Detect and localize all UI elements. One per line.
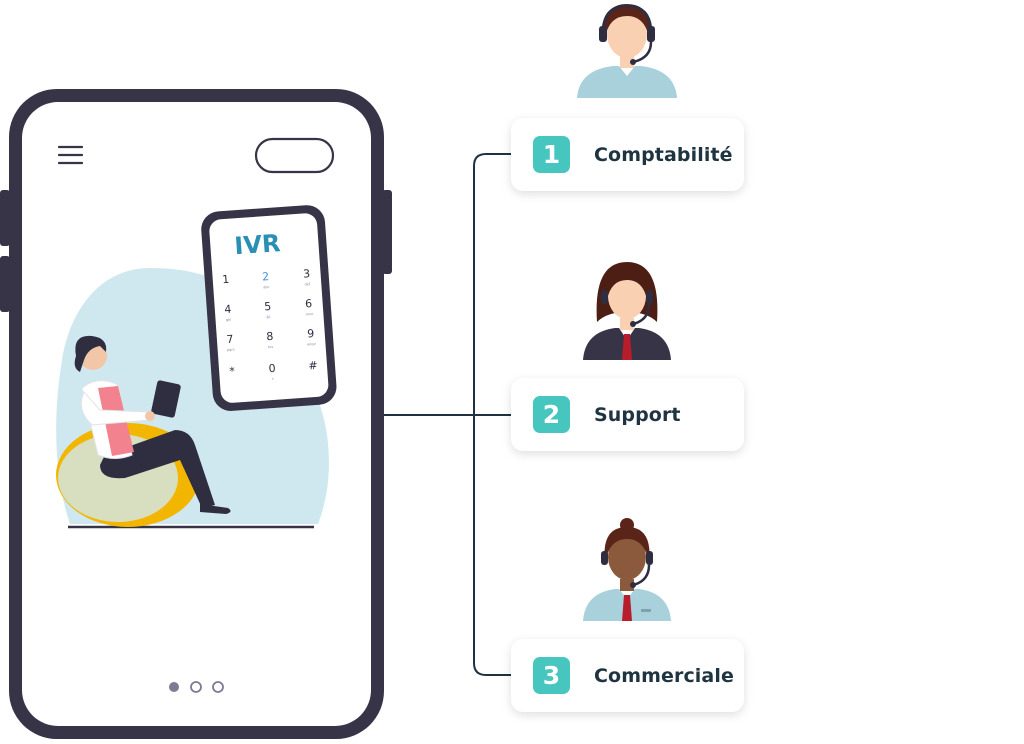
option-number-badge: 1 xyxy=(533,136,570,173)
keypad-key[interactable]: 5 xyxy=(264,300,272,313)
speaker-pill xyxy=(254,137,335,174)
carousel-dots xyxy=(169,681,224,693)
keypad-key[interactable]: 9 xyxy=(307,327,315,340)
keypad-key[interactable]: 8 xyxy=(266,330,274,343)
keypad-key[interactable]: 0 xyxy=(268,362,276,375)
keypad-key-letters: def xyxy=(304,282,311,286)
keypad-key-letters: + xyxy=(271,377,274,381)
keypad-key[interactable]: * xyxy=(229,365,236,378)
person-hair xyxy=(74,335,107,372)
keypad-key[interactable]: 1 xyxy=(222,273,230,286)
keypad-key[interactable]: 2 xyxy=(262,270,270,283)
agent-avatar-support xyxy=(583,262,671,360)
keypad-key[interactable]: 3 xyxy=(303,267,311,280)
keypad-key-letters: jkl xyxy=(265,315,270,319)
keypad-key-letters: wxyz xyxy=(307,342,316,347)
option-number-badge: 3 xyxy=(533,657,570,694)
person-shoe xyxy=(200,504,231,514)
keypad-key-letters: pqrs xyxy=(227,348,235,353)
phone-power-button xyxy=(382,190,392,274)
option-number-badge: 2 xyxy=(533,396,570,433)
keypad-key[interactable]: 4 xyxy=(224,303,232,316)
carousel-dot-active[interactable] xyxy=(169,682,179,692)
keypad-key-letters: mno xyxy=(305,312,313,317)
carousel-dot[interactable] xyxy=(190,681,202,693)
connector-lines xyxy=(384,153,511,676)
option-label: Commerciale xyxy=(594,664,734,687)
option-card-comptabilite[interactable]: 1 Comptabilité xyxy=(511,118,744,191)
keypad-key[interactable]: 6 xyxy=(305,297,313,310)
agent-avatar-commerciale xyxy=(583,518,671,621)
option-card-support[interactable]: 2 Support xyxy=(511,378,744,451)
hamburger-icon[interactable] xyxy=(57,145,84,165)
ivr-keypad: 1 2 abc 3 def 4 ghi 5 jkl 6 mno 7 pqrs 8 tuv 9 wxyz * 0 + # xyxy=(222,267,318,381)
keypad-key[interactable]: # xyxy=(308,359,318,373)
option-label: Support xyxy=(594,403,681,426)
agent-avatar-comptabilite xyxy=(577,4,677,98)
tablet-icon xyxy=(151,380,181,418)
keypad-key-letters: tuv xyxy=(268,345,274,349)
keypad-key[interactable]: 7 xyxy=(226,333,234,346)
option-card-commerciale[interactable]: 3 Commerciale xyxy=(511,639,744,712)
phone-side-button xyxy=(0,190,10,246)
person-hand xyxy=(145,411,155,421)
ivr-title: IVR xyxy=(234,229,282,260)
option-label: Comptabilité xyxy=(594,143,733,166)
keypad-key-letters: ghi xyxy=(226,318,232,322)
ivr-phone-screen xyxy=(209,213,329,403)
carousel-dot[interactable] xyxy=(212,681,224,693)
phone-side-button xyxy=(0,256,10,312)
ivr-phone: IVR 1 2 abc 3 def 4 ghi 5 jkl 6 mno 7 pqrs 8 tuv 9 wxyz *… xyxy=(201,205,337,411)
keypad-key-letters: abc xyxy=(263,285,270,289)
